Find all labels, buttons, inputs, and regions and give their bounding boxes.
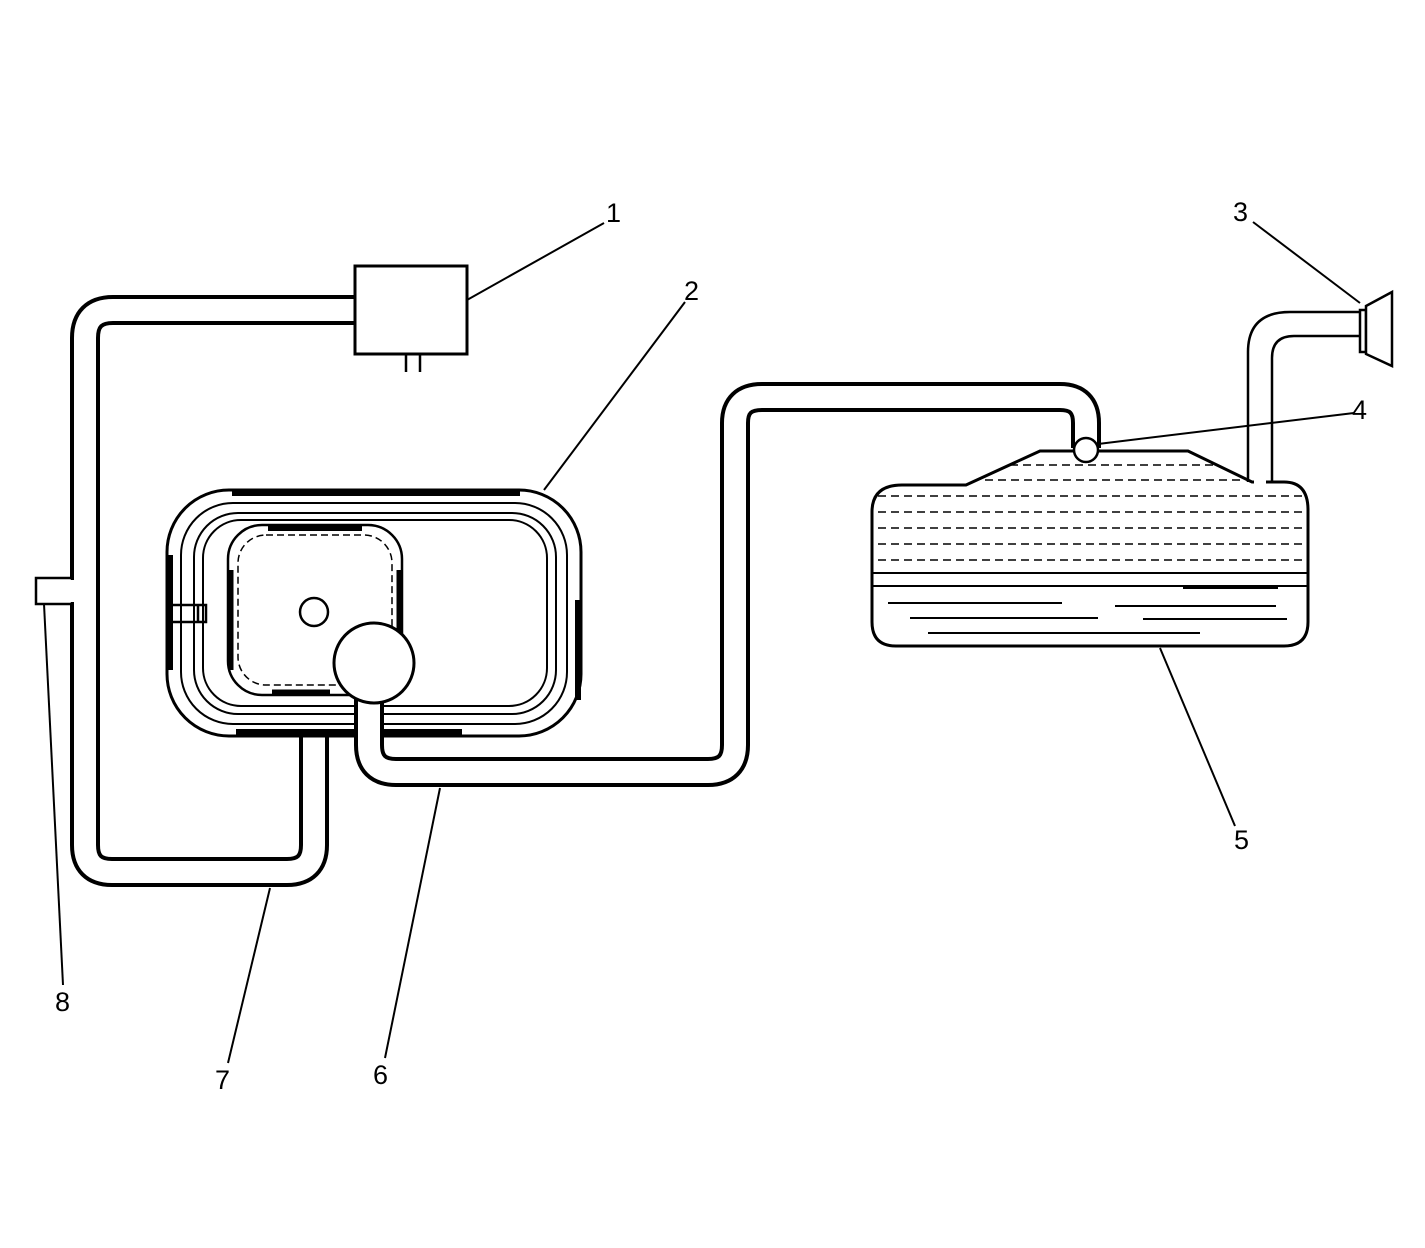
leader-lines	[43, 221, 1361, 1064]
callout-4: 4	[1352, 395, 1367, 425]
fuel-tank-5	[870, 449, 1310, 648]
rollover-valve-4	[1072, 436, 1100, 464]
fuel-cap-3	[1358, 289, 1394, 368]
filler-vent-pipe	[1246, 310, 1362, 484]
callout-1: 1	[606, 198, 621, 228]
callout-2: 2	[684, 276, 699, 306]
callout-6: 6	[373, 1060, 388, 1090]
callout-8: 8	[55, 987, 70, 1017]
callout-7: 7	[215, 1065, 230, 1095]
service-port-8	[34, 576, 76, 606]
callout-5: 5	[1234, 825, 1249, 855]
purge-valve-1	[353, 264, 469, 372]
callout-3: 3	[1233, 197, 1248, 227]
hose-7	[70, 295, 356, 887]
canister-purge-port	[332, 621, 416, 705]
canister-port-circle	[298, 596, 330, 628]
hose-6	[354, 382, 1101, 787]
